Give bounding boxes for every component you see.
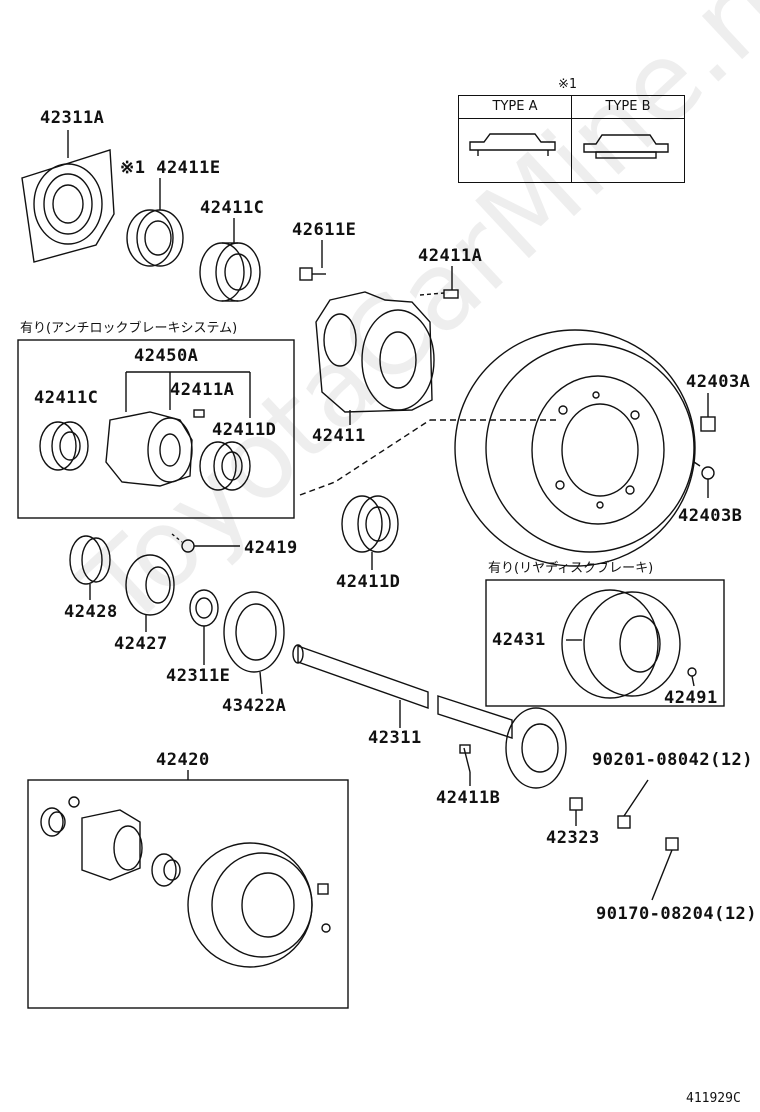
legend-type-b: TYPE B	[572, 96, 684, 119]
label-42323: 42323	[546, 828, 600, 848]
oil-seal-42411E	[126, 178, 184, 267]
kit-parts	[40, 796, 331, 968]
legend-box: TYPE A TYPE B	[458, 95, 685, 183]
pin-42411A-top	[419, 266, 459, 299]
kit-42420-box	[27, 779, 349, 1009]
footer-code: 411929C	[686, 1091, 741, 1106]
brake-drum	[454, 329, 696, 567]
label-42311E: 42311E	[166, 666, 231, 686]
label-42411A-box: 42411A	[170, 380, 235, 400]
seal-42428	[69, 535, 111, 600]
nut-90170	[651, 837, 679, 901]
label-42491: 42491	[664, 688, 718, 708]
label-42311: 42311	[368, 728, 422, 748]
label-42427: 42427	[114, 634, 168, 654]
hub-42411	[315, 291, 435, 425]
bolt-42419	[171, 533, 240, 553]
retainer-plate-42311A	[21, 130, 115, 263]
gasket-43422A	[223, 591, 285, 695]
label-42411B: 42411B	[436, 788, 501, 808]
nut-90201	[617, 779, 649, 829]
label-43422A: 43422A	[222, 696, 287, 716]
legend-ref-mark: ※1	[558, 77, 577, 92]
label-42411E: ※1 42411E	[120, 158, 221, 178]
abs-bearing-42411D	[199, 441, 251, 491]
type-b-icon	[583, 134, 669, 159]
label-42411C-box: 42411C	[34, 388, 99, 408]
bolt-42491	[687, 667, 697, 687]
bearing-42411D	[341, 495, 399, 570]
label-42419: 42419	[244, 538, 298, 558]
disc-rotor-42431	[561, 589, 681, 699]
note-abs: 有り(アンチロックブレーキシステム)	[20, 321, 238, 336]
bearing-42411C	[199, 218, 261, 302]
label-42411C-top: 42411C	[200, 198, 265, 218]
label-42611E: 42611E	[292, 220, 357, 240]
retainer-42311E	[189, 589, 219, 665]
abs-pin-42411A	[193, 409, 205, 418]
axle-shaft-42311	[292, 644, 567, 789]
label-42428: 42428	[64, 602, 118, 622]
rear-disc-group-box	[485, 579, 725, 707]
bolt-42403B	[693, 461, 715, 498]
label-42311A: 42311A	[40, 108, 105, 128]
label-42403A: 42403A	[686, 372, 751, 392]
label-42450A: 42450A	[134, 346, 199, 366]
legend-type-a: TYPE A	[459, 96, 572, 119]
label-90201-08042: 90201-08042(12)	[592, 750, 754, 770]
type-a-icon	[469, 133, 556, 156]
label-42403B: 42403B	[678, 506, 743, 526]
label-42411D: 42411D	[336, 572, 401, 592]
hub-bolt-42611E	[299, 240, 326, 281]
abs-group-box	[17, 339, 295, 519]
abs-bearing-42411C	[39, 421, 89, 471]
note-rear-disc: 有り(リヤディスクブレーキ)	[488, 561, 654, 576]
legend-divider	[571, 96, 572, 182]
label-42411D-box: 42411D	[212, 420, 277, 440]
label-42411A-top: 42411A	[418, 246, 483, 266]
plug-42403A	[700, 393, 716, 432]
stud-42411B	[459, 744, 471, 786]
abs-hub-42450A	[105, 371, 251, 487]
label-42411: 42411	[312, 426, 366, 446]
label-90170-08204: 90170-08204(12)	[596, 904, 758, 924]
nut-42323	[569, 797, 583, 826]
label-42431: 42431	[492, 630, 546, 650]
label-42420: 42420	[156, 750, 210, 770]
rotor-42427	[125, 554, 175, 632]
